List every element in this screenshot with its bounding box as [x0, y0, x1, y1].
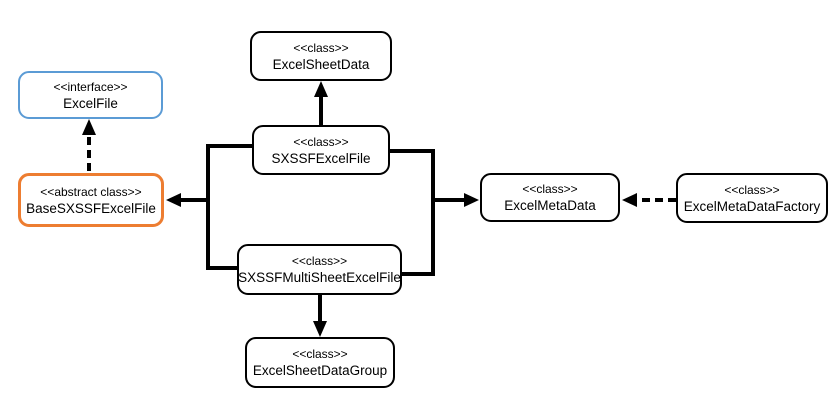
node-excel-file: <<interface>> ExcelFile — [18, 71, 163, 119]
class-name-label: BaseSXSSFExcelFile — [26, 200, 156, 216]
node-base-sxssf-excel-file: <<abstract class>> BaseSXSSFExcelFile — [18, 173, 164, 227]
edge-trunk-right — [390, 149, 435, 276]
node-excel-sheet-data: <<class>> ExcelSheetData — [250, 31, 392, 81]
node-excel-meta-data: <<class>> ExcelMetaData — [480, 173, 620, 222]
arrowhead-right-to-excelmetadata — [464, 193, 479, 207]
stereotype-label: <<class>> — [291, 254, 348, 268]
arrowhead-left-to-excelmetadata — [622, 193, 637, 207]
arrowhead-down-to-excelsheetdatagroup — [313, 321, 327, 337]
stereotype-label: <<class>> — [293, 40, 349, 55]
class-name-label: ExcelSheetData — [272, 56, 370, 72]
node-sxssf-excel-file: <<class>> SXSSFExcelFile — [252, 125, 390, 175]
stereotype-label: <<abstract class>> — [40, 184, 142, 199]
class-name-label: SXSSFMultiSheetExcelFile — [238, 270, 401, 285]
arrowhead-up-to-excelfile — [82, 119, 96, 135]
class-name-label: ExcelFile — [63, 95, 118, 111]
class-name-label: ExcelMetaData — [504, 198, 596, 213]
node-excel-meta-data-factory: <<class>> ExcelMetaDataFactory — [676, 173, 828, 223]
node-excel-sheet-data-group: <<class>> ExcelSheetDataGroup — [245, 337, 395, 388]
arrowhead-up-to-excelsheetdata — [314, 81, 328, 97]
stereotype-label: <<class>> — [522, 182, 578, 196]
stereotype-label: <<class>> — [293, 134, 349, 149]
class-name-label: ExcelMetaDataFactory — [683, 198, 821, 214]
arrowhead-left-to-basesxssfexcelfile — [166, 193, 181, 207]
class-name-label: SXSSFExcelFile — [271, 150, 371, 166]
node-sxssf-multi-sheet-excel-file: <<class>> SXSSFMultiSheetExcelFile — [237, 244, 402, 295]
edge-trunk-left — [206, 144, 252, 270]
class-name-label: ExcelSheetDataGroup — [252, 363, 388, 378]
stereotype-label: <<class>> — [292, 347, 348, 361]
stereotype-label: <<interface>> — [53, 79, 128, 94]
stereotype-label: <<class>> — [724, 182, 780, 197]
